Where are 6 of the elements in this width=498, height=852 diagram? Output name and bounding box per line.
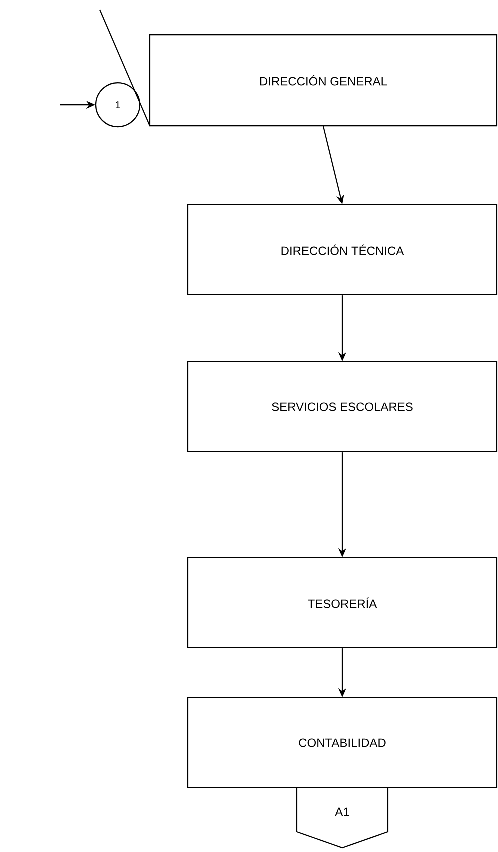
off-page-connector: A1 [296, 788, 389, 849]
process-box: TESORERÍA [187, 557, 498, 649]
process-box: CONTABILIDAD [187, 697, 498, 789]
process-box: SERVICIOS ESCOLARES [187, 361, 498, 453]
process-box: DIRECCIÓN TÉCNICA [187, 204, 498, 296]
process-box: DIRECCIÓN GENERAL [149, 34, 498, 127]
